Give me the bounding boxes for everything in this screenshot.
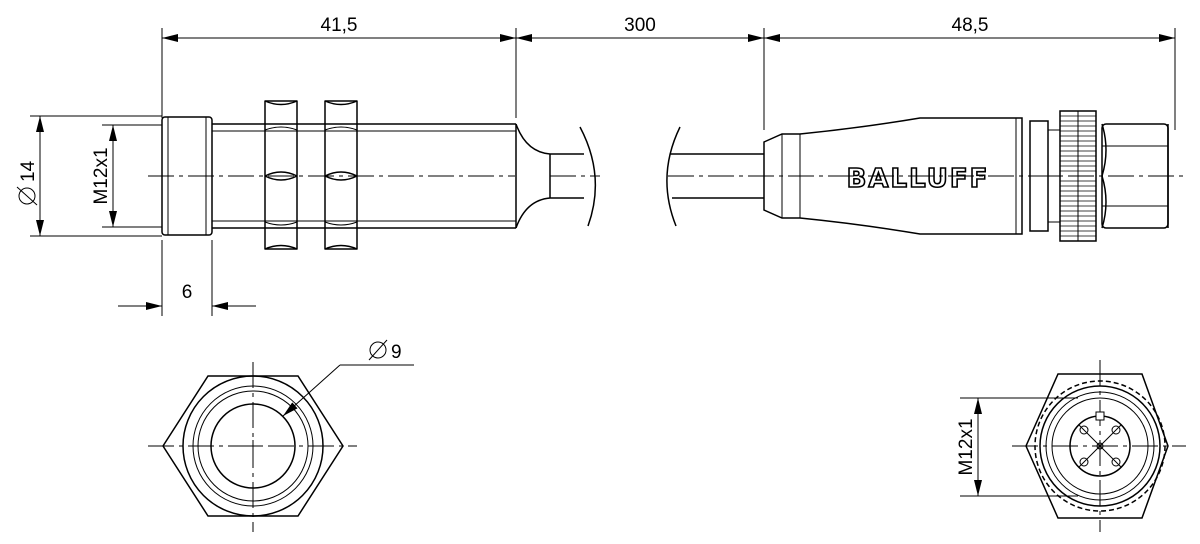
top-dimensions: 41,5 300 48,5 bbox=[161, 15, 1176, 130]
pin-3-icon bbox=[1079, 457, 1089, 467]
connector-grip-body bbox=[763, 117, 1023, 235]
connector-side-view: BALLUFF bbox=[666, 110, 1185, 242]
sensor-face-circle bbox=[210, 403, 296, 489]
dim-label-sensor-thread: M12x1 bbox=[91, 147, 112, 204]
dim-label-sensor-length: 41,5 bbox=[321, 15, 358, 36]
dim-label-face-diameter: 9 bbox=[391, 342, 402, 363]
dim-label-cap-length: 6 bbox=[182, 282, 193, 303]
left-dimensions: 14 M12x1 bbox=[16, 115, 162, 237]
dim-label-cable-length: 300 bbox=[624, 15, 656, 36]
brand-label: BALLUFF bbox=[847, 164, 990, 194]
pin-4-icon bbox=[1111, 457, 1121, 467]
diameter-symbol-icon bbox=[369, 341, 387, 359]
diameter-symbol-icon bbox=[18, 187, 36, 205]
knurled-coupling-nut bbox=[1029, 110, 1097, 242]
dim-label-connector-thread: M12x1 bbox=[956, 418, 977, 475]
connector-hex-nut bbox=[1101, 123, 1169, 229]
cap-length-dimension: 6 bbox=[118, 240, 256, 316]
hex-nut-2 bbox=[324, 100, 358, 250]
pin-5-icon bbox=[1096, 442, 1104, 450]
sensor-front-cap bbox=[161, 116, 213, 236]
sensor-front-view: 9 bbox=[148, 339, 414, 532]
dim-label-connector-length: 48,5 bbox=[952, 15, 989, 36]
cable-break-right bbox=[666, 126, 681, 227]
dim-label-outer-diameter-group: 14 bbox=[16, 160, 39, 206]
sensor-side-view bbox=[148, 100, 600, 250]
pin-1-icon bbox=[1079, 425, 1089, 435]
connector-front-view: M12x1 bbox=[956, 360, 1186, 532]
pin-2-icon bbox=[1111, 425, 1121, 435]
dim-label-outer-diameter: 14 bbox=[18, 160, 39, 182]
knurl-ring-icon bbox=[1034, 380, 1166, 512]
hex-nut-1 bbox=[264, 100, 298, 250]
